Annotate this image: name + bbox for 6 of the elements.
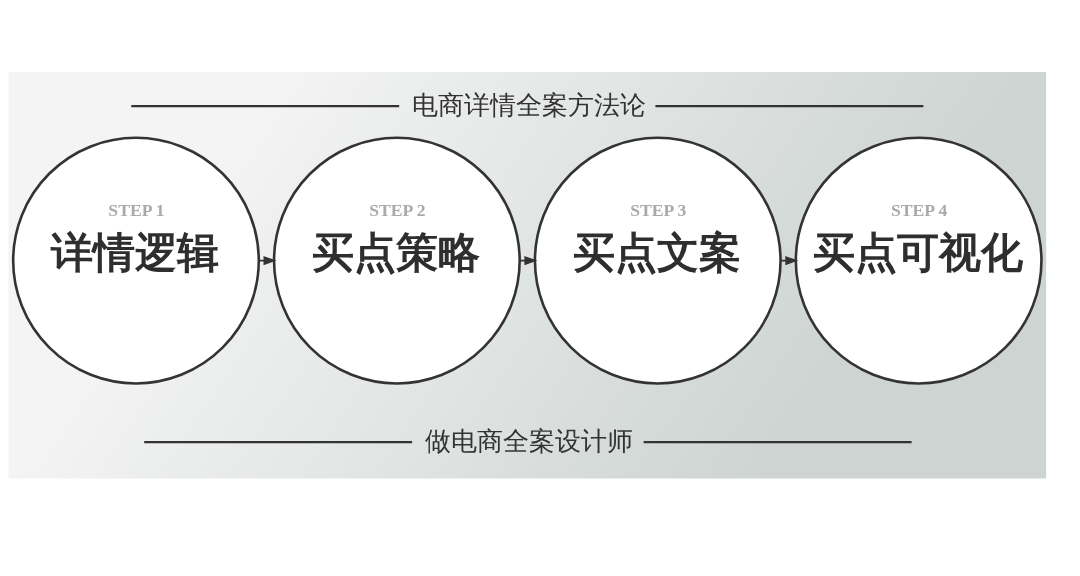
caption: 做电商全案设计师 (425, 425, 634, 456)
node-circle: STEP 1 详情逻辑 (11, 136, 261, 385)
node-circle: STEP 4 买点可视化 (794, 136, 1043, 385)
node-circle: STEP 2 买点策略 (272, 136, 521, 385)
diagram-title: 电商详情全案方法论 (412, 89, 647, 120)
node-circle: STEP 3 买点文案 (533, 136, 782, 385)
